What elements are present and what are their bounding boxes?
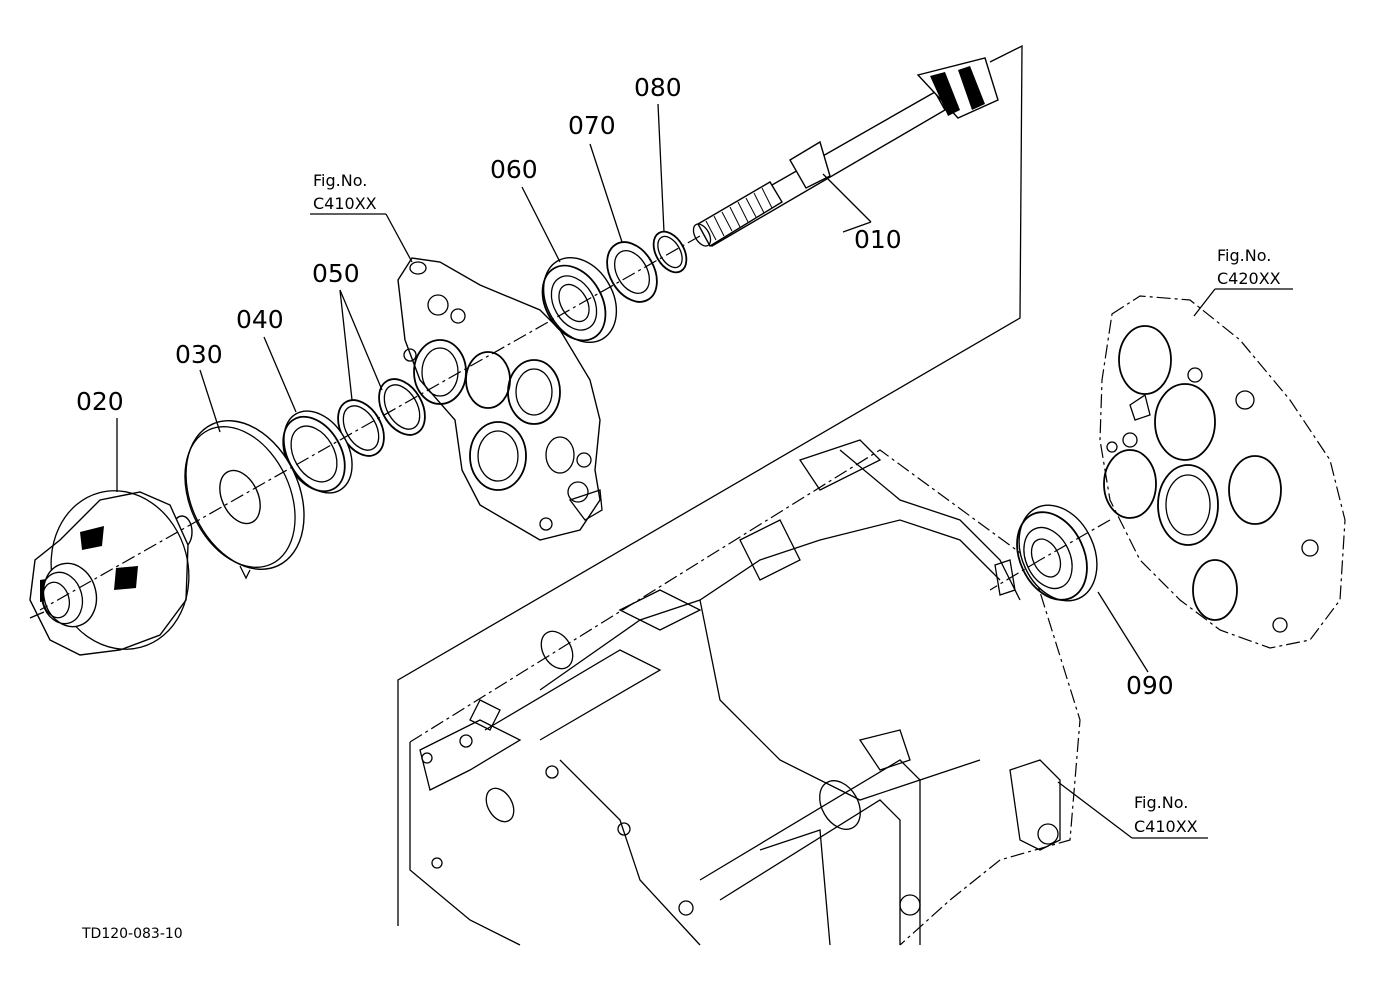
label-020: 020 xyxy=(76,387,124,416)
label-030: 030 xyxy=(175,340,223,369)
fig-ref-3-code: C410XX xyxy=(1134,817,1198,836)
part-010-shaft xyxy=(692,57,999,247)
transmission-case xyxy=(409,439,1081,946)
fig-ref-1-code: C410XX xyxy=(313,194,377,213)
housing-plate-top xyxy=(397,257,603,541)
part-070-washer xyxy=(606,241,658,303)
label-060: 060 xyxy=(490,155,538,184)
fig-ref-1-title: Fig.No. xyxy=(313,171,367,190)
assembly-frame xyxy=(397,44,1023,926)
figure-references: Fig.No. C410XX Fig.No. C420XX Fig.No. C4… xyxy=(313,171,1281,836)
fig-ref-2-code: C420XX xyxy=(1217,269,1281,288)
part-030-plate xyxy=(184,420,305,580)
label-010: 010 xyxy=(854,225,902,254)
label-090: 090 xyxy=(1126,671,1174,700)
label-050: 050 xyxy=(312,259,360,288)
fig-ref-3-title: Fig.No. xyxy=(1134,793,1188,812)
part-060-bearing xyxy=(541,256,618,344)
part-020-hub xyxy=(29,490,193,656)
fig-ref-2-title: Fig.No. xyxy=(1217,246,1271,265)
label-070: 070 xyxy=(568,111,616,140)
part-090-bearing xyxy=(1016,504,1098,602)
axis-centerlines xyxy=(39,235,1111,611)
part-number-labels: 010 020 030 040 050 060 070 080 090 xyxy=(76,73,1174,700)
leader-lines xyxy=(116,103,1293,839)
drawing-code: TD120-083-10 xyxy=(81,926,183,942)
cover-plate-right xyxy=(1099,295,1346,649)
label-080: 080 xyxy=(634,73,682,102)
part-080-snap-ring xyxy=(652,230,688,274)
label-040: 040 xyxy=(236,305,284,334)
